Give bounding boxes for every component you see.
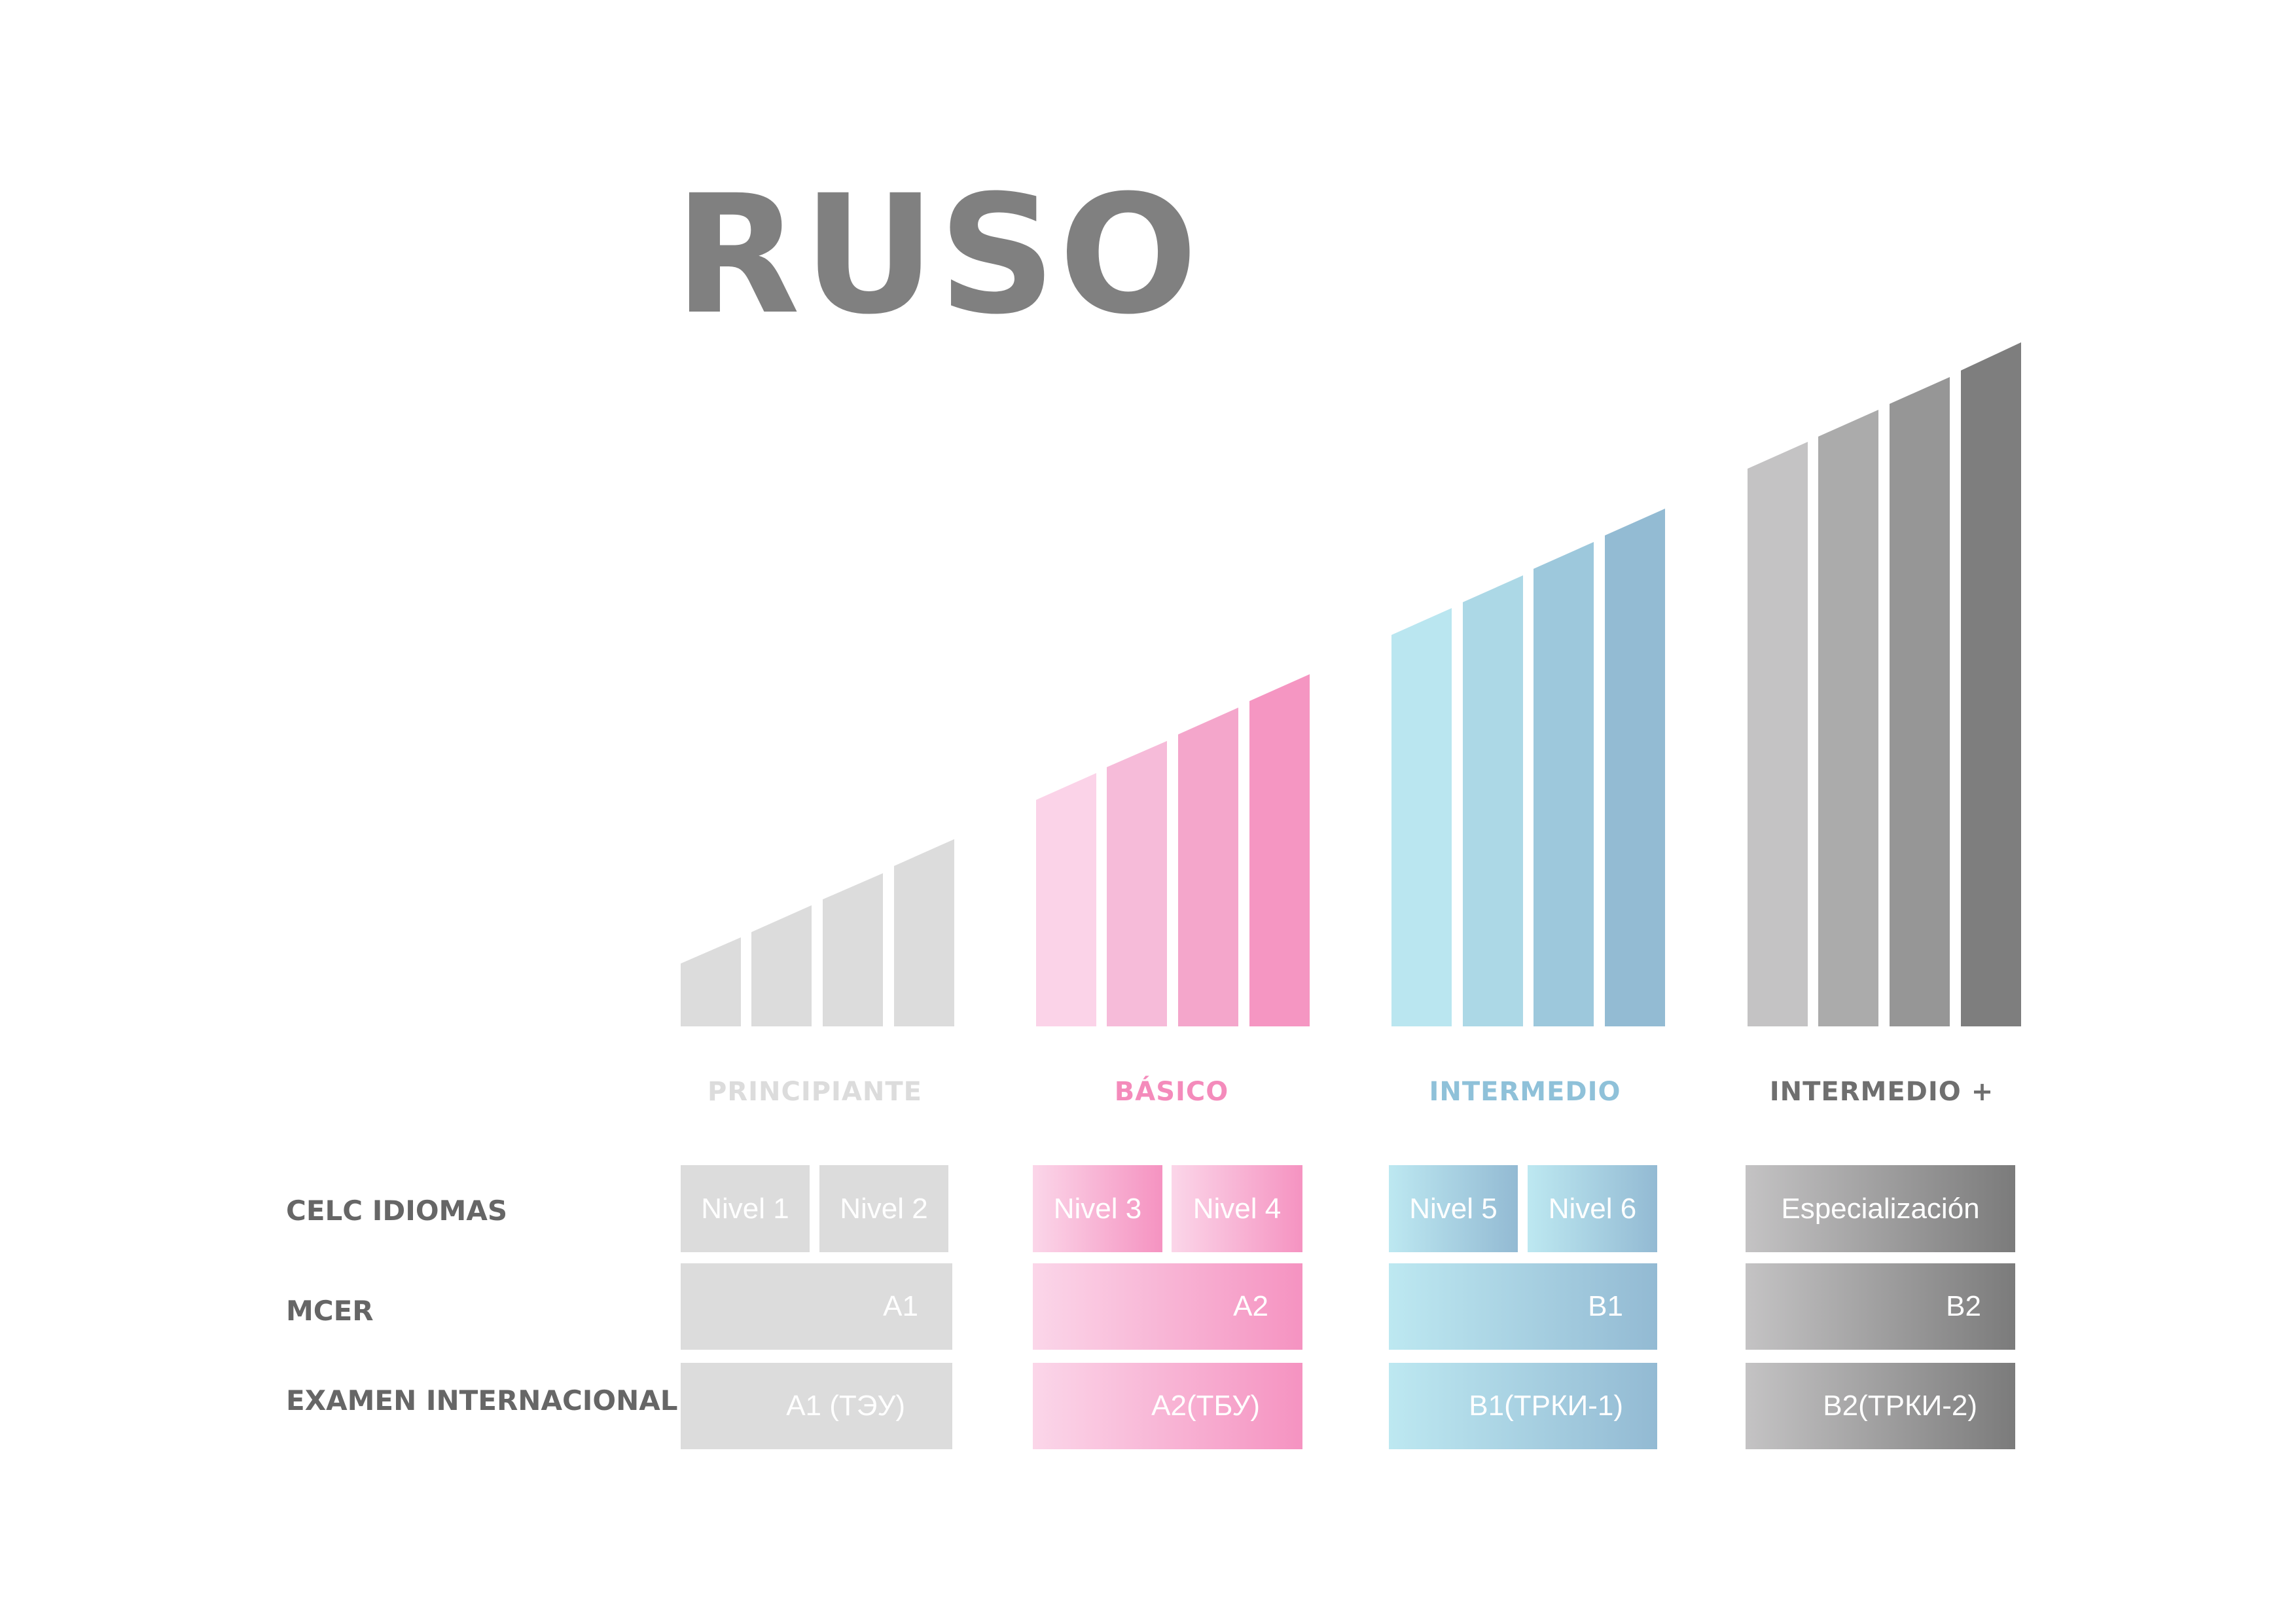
level-bar xyxy=(751,905,812,1026)
level-label-intermedio-plus: INTERMEDIO + xyxy=(1769,1077,1994,1107)
mcer-cell-b1: B1 xyxy=(1389,1263,1657,1350)
exam-cell-a2: A2(ТБУ) xyxy=(1033,1363,1302,1449)
row-label-exam: EXAMEN INTERNACIONAL xyxy=(286,1384,678,1416)
level-bar xyxy=(1036,773,1096,1026)
level-bar xyxy=(1107,741,1167,1026)
celc-cell-nivel-6: Nivel 6 xyxy=(1528,1165,1657,1252)
exam-cell-b1: B1(ТРКИ-1) xyxy=(1389,1363,1657,1449)
exam-cell-b2: B2(ТРКИ-2) xyxy=(1746,1363,2015,1449)
celc-cell-nivel-2: Nivel 2 xyxy=(819,1165,948,1252)
mcer-cell-a1: A1 xyxy=(681,1263,952,1350)
level-bar xyxy=(1748,442,1808,1026)
level-bar xyxy=(823,873,883,1026)
celc-cell-nivel-3: Nivel 3 xyxy=(1033,1165,1162,1252)
level-bar xyxy=(1463,575,1523,1026)
row-label-mcer: MCER xyxy=(286,1295,374,1327)
exam-cell-a1: A1 (ТЭУ) xyxy=(681,1363,952,1449)
page-title: RUSO xyxy=(674,160,1201,350)
level-bar xyxy=(894,839,954,1026)
level-bar xyxy=(1534,542,1594,1026)
level-bar xyxy=(1178,708,1238,1026)
level-label-intermedio: INTERMEDIO xyxy=(1429,1077,1621,1107)
level-label-basico: BÁSICO xyxy=(1114,1077,1229,1107)
level-bar xyxy=(681,937,741,1026)
level-bar xyxy=(1249,674,1310,1026)
celc-cell-nivel-5: Nivel 5 xyxy=(1389,1165,1518,1252)
level-bar xyxy=(1961,342,2021,1026)
level-bar xyxy=(1818,410,1878,1026)
level-label-principiante: PRINCIPIANTE xyxy=(708,1077,922,1107)
row-label-celc: CELC IDIOMAS xyxy=(286,1195,508,1227)
mcer-cell-a2: A2 xyxy=(1033,1263,1302,1350)
level-bar xyxy=(1605,509,1665,1026)
mcer-cell-b2: B2 xyxy=(1746,1263,2015,1350)
level-bar xyxy=(1890,377,1950,1026)
celc-cell-especializacion: Especialización xyxy=(1746,1165,2015,1252)
celc-cell-nivel-1: Nivel 1 xyxy=(681,1165,810,1252)
level-bar xyxy=(1391,608,1452,1026)
celc-cell-nivel-4: Nivel 4 xyxy=(1172,1165,1302,1252)
